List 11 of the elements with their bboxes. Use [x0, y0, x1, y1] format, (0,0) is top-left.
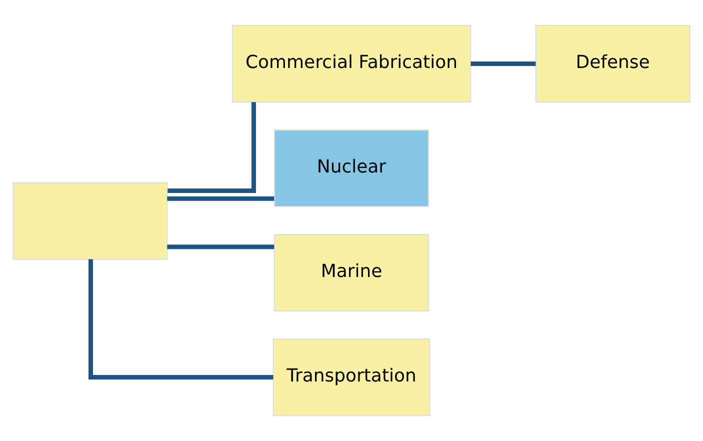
connector [167, 196, 274, 201]
connector [88, 259, 274, 380]
connector [167, 244, 274, 250]
connector [470, 61, 536, 66]
node-box: Marine [274, 234, 430, 312]
node-box [12, 182, 168, 260]
node-box: Transportation [272, 338, 430, 416]
connector [168, 102, 256, 193]
node-box: Nuclear [274, 129, 430, 208]
node-box: Commercial Fabrication [232, 24, 472, 102]
node-box: Defense [535, 24, 690, 102]
